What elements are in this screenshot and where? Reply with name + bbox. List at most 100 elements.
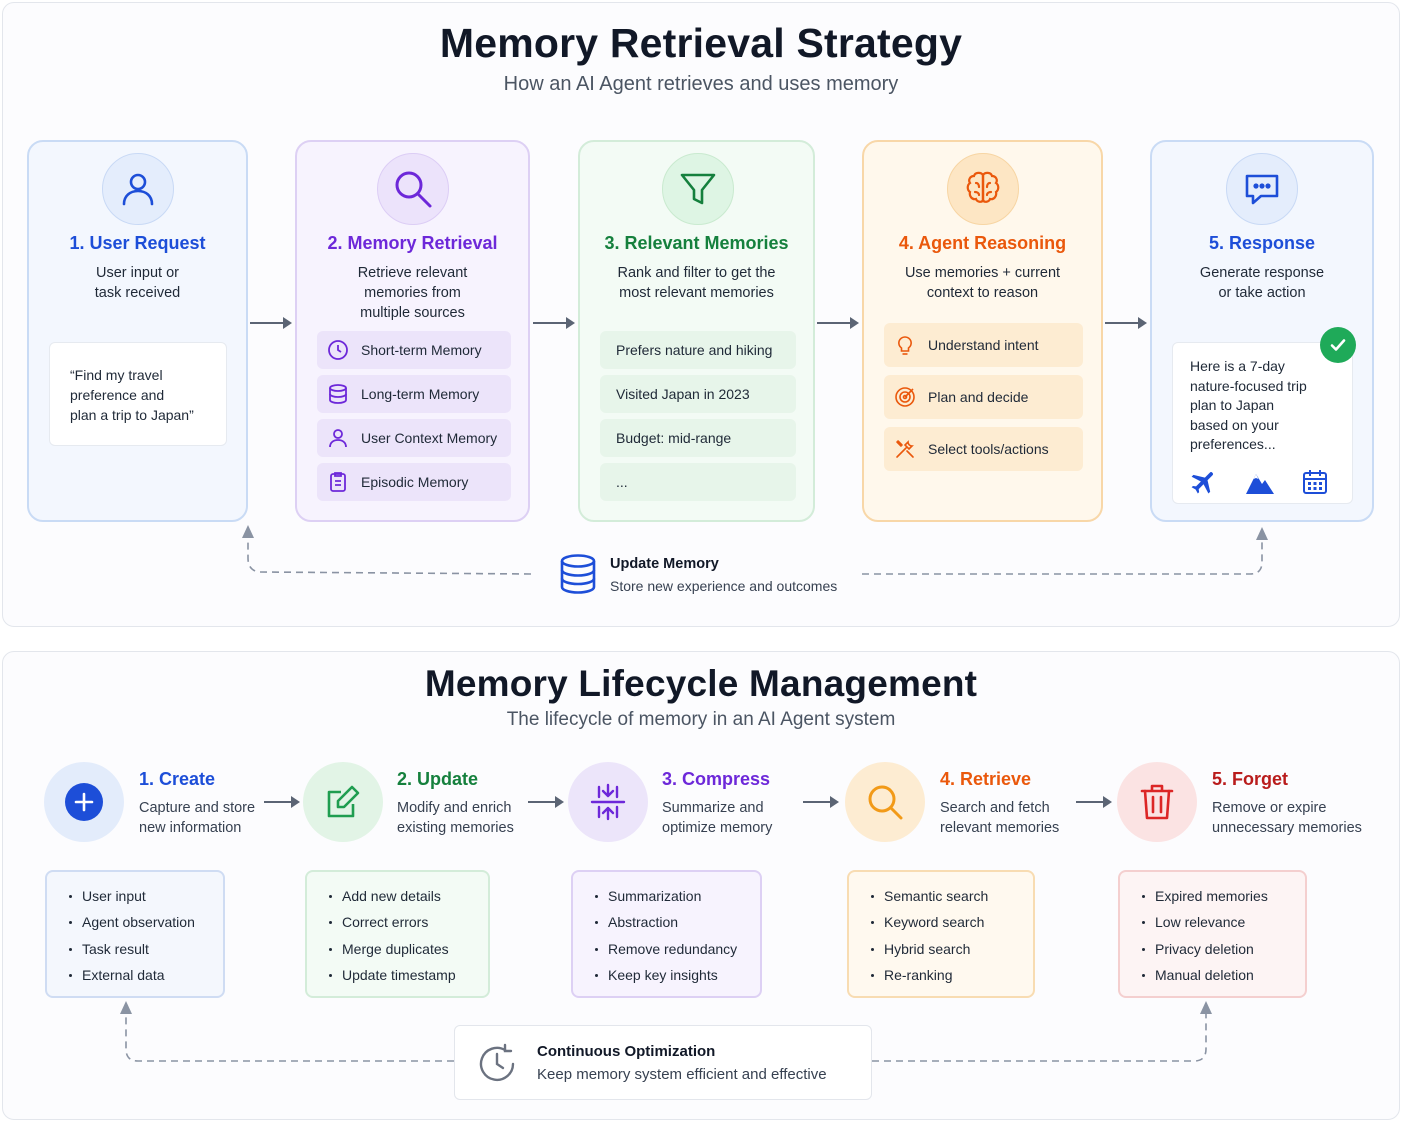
relevant-memory-item: ... <box>600 463 796 501</box>
memory-source-label: Episodic Memory <box>361 474 469 490</box>
step-agent-reasoning-card: 4. Agent Reasoning Use memories + curren… <box>862 140 1103 522</box>
compress-icon <box>568 762 648 842</box>
lifecycle-stage-title: 5. Forget <box>1212 769 1289 789</box>
reasoning-label: Select tools/actions <box>928 441 1049 457</box>
lifecycle-stage-desc: Modify and enrich existing memories <box>397 800 514 836</box>
list-item: User input <box>67 886 223 912</box>
clock-icon <box>327 339 349 361</box>
list-item: Summarization <box>593 886 760 912</box>
search-icon <box>377 153 449 225</box>
step-user-request-card: 1. User Request User input or task recei… <box>27 140 248 522</box>
flow-arrow-icon <box>1076 796 1112 808</box>
compress-details-box: Summarization Abstraction Remove redunda… <box>571 870 762 998</box>
target-icon <box>894 386 916 408</box>
step-memory-retrieval-card: 2. Memory Retrieval Retrieve relevant me… <box>295 140 530 522</box>
list-item: Hybrid search <box>869 939 1033 965</box>
memory-source-long-term: Long-term Memory <box>317 375 511 413</box>
request-quote: “Find my travel preference and plan a tr… <box>70 367 194 423</box>
lifecycle-stage-desc: Summarize and optimize memory <box>662 800 773 836</box>
lifecycle-stage-desc: Capture and store new information <box>139 800 256 836</box>
lightbulb-icon <box>894 334 916 356</box>
lifecycle-title: Memory Lifecycle Management <box>424 663 978 704</box>
step-desc: Use memories + current context to reason <box>904 265 1061 301</box>
calendar-icon <box>1301 468 1329 501</box>
flow-arrow-icon <box>528 796 564 808</box>
step-title: 3. Relevant Memories <box>604 233 789 253</box>
memory-source-label: Long-term Memory <box>361 386 480 402</box>
list-item: Task result <box>67 939 223 965</box>
list-item: Low relevance <box>1140 912 1305 938</box>
memory-source-label: User Context Memory <box>361 430 498 446</box>
forget-details-box: Expired memories Low relevance Privacy d… <box>1118 870 1307 998</box>
list-item: Agent observation <box>67 912 223 938</box>
filter-icon <box>662 153 734 225</box>
history-clock-icon <box>475 1042 519 1091</box>
step-desc: Generate response or take action <box>1199 265 1325 301</box>
optimization-title: Continuous Optimization <box>537 1043 716 1060</box>
lifecycle-subtitle: The lifecycle of memory in an AI Agent s… <box>506 709 896 730</box>
list-item: Abstraction <box>593 912 760 938</box>
retrieval-title: Memory Retrieval Strategy <box>439 20 963 66</box>
edit-icon <box>303 762 383 842</box>
lifecycle-stage-title: 2. Update <box>397 769 479 789</box>
step-desc: Rank and filter to get the most relevant… <box>617 265 776 301</box>
plus-icon <box>65 783 103 821</box>
flow-arrow-icon <box>264 796 300 808</box>
lifecycle-stage-title: 3. Compress <box>662 769 771 789</box>
mountain-icon <box>1245 468 1275 501</box>
reasoning-plan-decide: Plan and decide <box>884 375 1083 419</box>
create-stage-icon <box>44 762 124 842</box>
step-title: 2. Memory Retrieval <box>327 233 498 253</box>
memory-source-short-term: Short-term Memory <box>317 331 511 369</box>
relevant-memory-item: Visited Japan in 2023 <box>600 375 796 413</box>
step-title: 4. Agent Reasoning <box>898 233 1067 253</box>
list-item: Re-ranking <box>869 965 1033 991</box>
lifecycle-stage-title: 1. Create <box>139 769 216 789</box>
step-title: 1. User Request <box>69 233 206 253</box>
response-message-box: Here is a 7-day nature-focused trip plan… <box>1172 342 1353 504</box>
flow-arrow-icon <box>1105 317 1147 329</box>
database-icon <box>559 553 597 600</box>
response-text: Here is a 7-day nature-focused trip plan… <box>1190 358 1307 452</box>
memory-source-episodic: Episodic Memory <box>317 463 511 501</box>
retrieval-subtitle: How an AI Agent retrieves and uses memor… <box>503 73 899 95</box>
lifecycle-stage-desc: Remove or expire unnecessary memories <box>1212 800 1362 836</box>
update-memory-feedback-lines <box>242 525 1268 575</box>
lifecycle-stage-title: 4. Retrieve <box>940 769 1032 789</box>
step-relevant-memories-card: 3. Relevant Memories Rank and filter to … <box>578 140 815 522</box>
list-item: Add new details <box>327 886 488 912</box>
list-item: Keyword search <box>869 912 1033 938</box>
chat-icon <box>1226 153 1298 225</box>
reasoning-select-tools: Select tools/actions <box>884 427 1083 471</box>
flow-arrow-icon <box>250 317 292 329</box>
step-desc: Retrieve relevant memories from multiple… <box>357 265 468 321</box>
checkmark-icon <box>1320 327 1356 363</box>
user-icon <box>327 427 349 449</box>
reasoning-understand-intent: Understand intent <box>884 323 1083 367</box>
step-response-card: 5. Response Generate response or take ac… <box>1150 140 1374 522</box>
memory-source-label: Short-term Memory <box>361 342 482 358</box>
optimization-desc: Keep memory system efficient and effecti… <box>537 1066 827 1083</box>
list-item: Merge duplicates <box>327 939 488 965</box>
list-item: Manual deletion <box>1140 965 1305 991</box>
lifecycle-stage-desc: Search and fetch relevant memories <box>940 800 1060 836</box>
memory-source-user-context: User Context Memory <box>317 419 511 457</box>
list-item: Correct errors <box>327 912 488 938</box>
flow-arrow-icon <box>817 317 859 329</box>
list-item: External data <box>67 965 223 991</box>
flow-arrow-icon <box>803 796 839 808</box>
update-memory-desc: Store new experience and outcomes <box>610 578 838 594</box>
user-icon <box>102 153 174 225</box>
clipboard-icon <box>327 471 349 493</box>
list-item: Privacy deletion <box>1140 939 1305 965</box>
search-icon <box>845 762 925 842</box>
brain-icon <box>947 153 1019 225</box>
flow-arrow-icon <box>533 317 575 329</box>
airplane-icon <box>1189 467 1219 502</box>
list-item: Update timestamp <box>327 965 488 991</box>
reasoning-label: Understand intent <box>928 337 1039 353</box>
step-desc: User input or task received <box>94 265 181 301</box>
reasoning-label: Plan and decide <box>928 389 1029 405</box>
relevant-memory-item: Prefers nature and hiking <box>600 331 796 369</box>
